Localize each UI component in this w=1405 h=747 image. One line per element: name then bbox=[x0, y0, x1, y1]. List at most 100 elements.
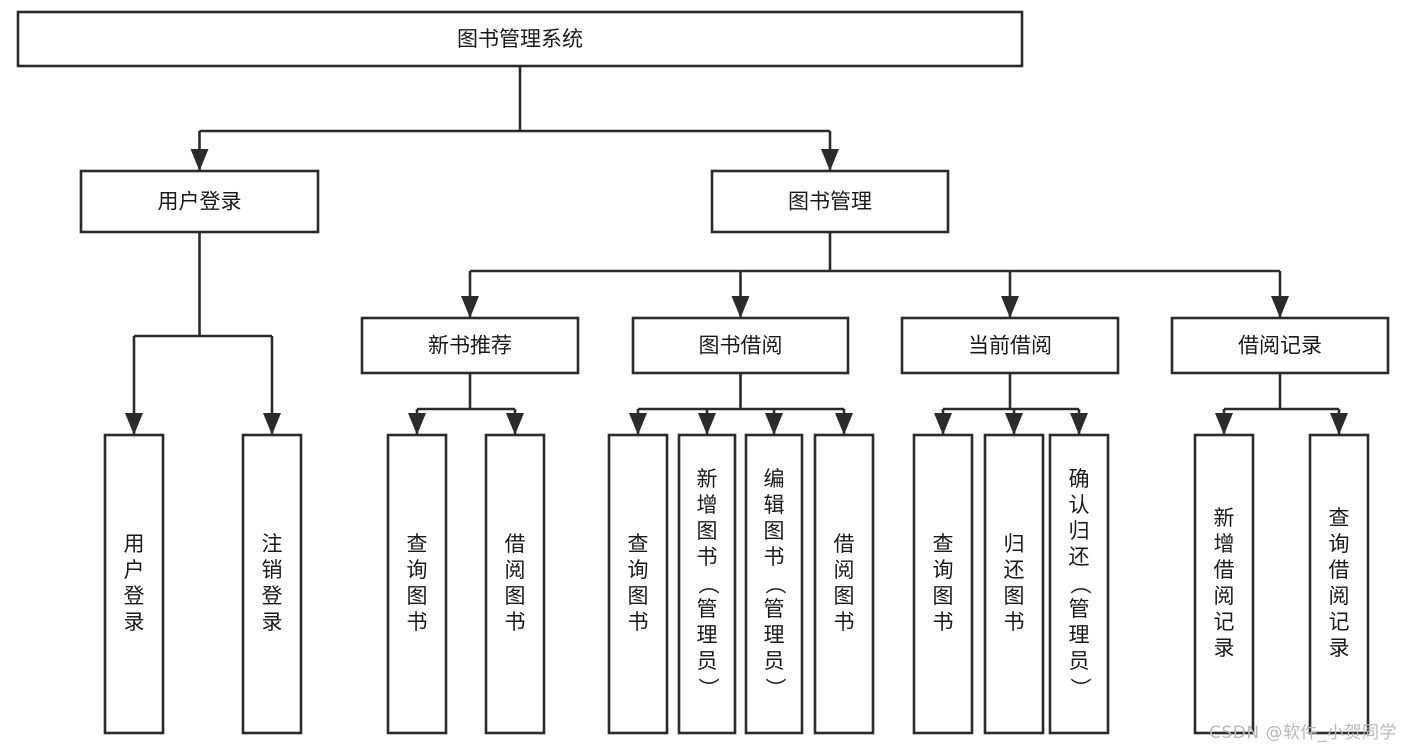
node-box-user-logout-leaf[interactable] bbox=[241, 433, 303, 735]
node-box-query-book-2[interactable] bbox=[607, 433, 669, 735]
node-label-char: 阅 bbox=[505, 558, 526, 582]
node-box-book-borrow[interactable] bbox=[631, 316, 850, 375]
node-label-char: 图 bbox=[764, 519, 785, 543]
arrow-head-icon bbox=[1005, 413, 1023, 435]
node-label-char: 辑 bbox=[764, 493, 785, 517]
node-box-book-management[interactable] bbox=[710, 169, 950, 234]
node-box-add-borrow-record[interactable] bbox=[1193, 433, 1255, 735]
node-label-char: 询 bbox=[407, 558, 428, 582]
node-label-char: 录 bbox=[1329, 636, 1350, 660]
node-box-add-book-admin[interactable] bbox=[677, 433, 737, 735]
node-label-char: 记 bbox=[1329, 610, 1350, 634]
node-label-char: 图 bbox=[1004, 584, 1025, 608]
node-label-char: 销 bbox=[262, 558, 283, 582]
node-box-query-book-3[interactable] bbox=[912, 433, 974, 735]
node-label-book-management: 图书管理 bbox=[788, 190, 872, 214]
node-box-borrow-book-2[interactable] bbox=[813, 433, 875, 735]
node-label-char: 查 bbox=[933, 532, 954, 556]
node-label-char: 用 bbox=[124, 532, 145, 556]
node-label-char: 理 bbox=[1069, 623, 1090, 647]
node-label-char: 确 bbox=[1069, 467, 1090, 491]
node-label-char: 录 bbox=[124, 610, 145, 634]
node-label-char: 还 bbox=[1004, 558, 1025, 582]
node-box-query-borrow-record[interactable] bbox=[1308, 433, 1370, 735]
node-label-char: 归 bbox=[1004, 532, 1025, 556]
arrow-head-icon bbox=[731, 296, 750, 318]
arrow-head-icon bbox=[190, 149, 209, 171]
node-label-char: 管 bbox=[764, 597, 785, 621]
node-box-user-login-leaf[interactable] bbox=[103, 433, 165, 735]
node-box-return-book[interactable] bbox=[983, 433, 1045, 735]
node-label-char: 增 bbox=[697, 493, 718, 517]
node-label-char: 书 bbox=[834, 610, 855, 634]
node-book-borrow[interactable]: 图书借阅 bbox=[631, 316, 850, 375]
node-label-char: ） bbox=[763, 678, 787, 699]
arrow-head-icon bbox=[934, 413, 952, 435]
node-label-char: 询 bbox=[628, 558, 649, 582]
node-label-char: 书 bbox=[628, 610, 649, 634]
node-box-borrow-record[interactable] bbox=[1170, 316, 1390, 375]
node-label-char: 查 bbox=[1329, 506, 1350, 530]
node-label-root: 图书管理系统 bbox=[457, 27, 583, 51]
node-label-char: 增 bbox=[1214, 532, 1235, 556]
node-label-char: 管 bbox=[1069, 597, 1090, 621]
node-current-borrow[interactable]: 当前借阅 bbox=[900, 316, 1120, 375]
node-label-char: 查 bbox=[628, 532, 649, 556]
arrow-head-icon bbox=[1070, 413, 1088, 435]
node-label-char: 录 bbox=[1214, 636, 1235, 660]
node-box-current-borrow[interactable] bbox=[900, 316, 1120, 375]
node-label-char: 录 bbox=[262, 610, 283, 634]
node-label-char: 书 bbox=[697, 545, 718, 569]
node-borrow-record[interactable]: 借阅记录 bbox=[1170, 316, 1390, 375]
node-label-char: 图 bbox=[697, 519, 718, 543]
node-label-char: 登 bbox=[124, 584, 145, 608]
node-user-login-leaf[interactable]: 用户登录 bbox=[103, 433, 165, 735]
arrow-head-icon bbox=[765, 413, 783, 435]
node-label-char: 登 bbox=[262, 584, 283, 608]
node-label-char: 归 bbox=[1069, 519, 1090, 543]
node-label-char: 图 bbox=[933, 584, 954, 608]
node-label-char: 借 bbox=[1214, 558, 1235, 582]
node-book-management[interactable]: 图书管理 bbox=[710, 169, 950, 234]
node-box-root[interactable] bbox=[16, 10, 1024, 68]
node-label-char: 新 bbox=[697, 467, 718, 491]
node-label-char: 员 bbox=[764, 649, 785, 673]
node-label-char: 借 bbox=[834, 532, 855, 556]
node-user-login[interactable]: 用户登录 bbox=[79, 169, 320, 234]
node-label-char: 图 bbox=[628, 584, 649, 608]
arrow-head-icon bbox=[835, 413, 853, 435]
node-new-book-recommend[interactable]: 新书推荐 bbox=[360, 316, 580, 375]
arrow-head-icon bbox=[629, 413, 647, 435]
node-box-edit-book-admin[interactable] bbox=[744, 433, 804, 735]
node-root[interactable]: 图书管理系统 bbox=[16, 10, 1024, 68]
node-box-query-book-1[interactable] bbox=[386, 433, 448, 735]
arrow-head-icon bbox=[821, 149, 839, 171]
node-label-char: 询 bbox=[933, 558, 954, 582]
node-box-user-login[interactable] bbox=[79, 169, 320, 234]
node-label-char: ） bbox=[696, 678, 720, 699]
node-label-borrow-record: 借阅记录 bbox=[1238, 334, 1322, 358]
node-box-confirm-return-admin[interactable] bbox=[1048, 433, 1110, 735]
node-box-new-book-recommend[interactable] bbox=[360, 316, 580, 375]
arrow-head-icon bbox=[263, 413, 281, 435]
connector-layer bbox=[125, 66, 1348, 435]
node-box-borrow-book-1[interactable] bbox=[484, 433, 546, 735]
node-label-char: 图 bbox=[505, 584, 526, 608]
arrow-head-icon bbox=[125, 413, 143, 435]
node-label-char: 认 bbox=[1069, 493, 1090, 517]
node-label-char: 员 bbox=[697, 649, 718, 673]
